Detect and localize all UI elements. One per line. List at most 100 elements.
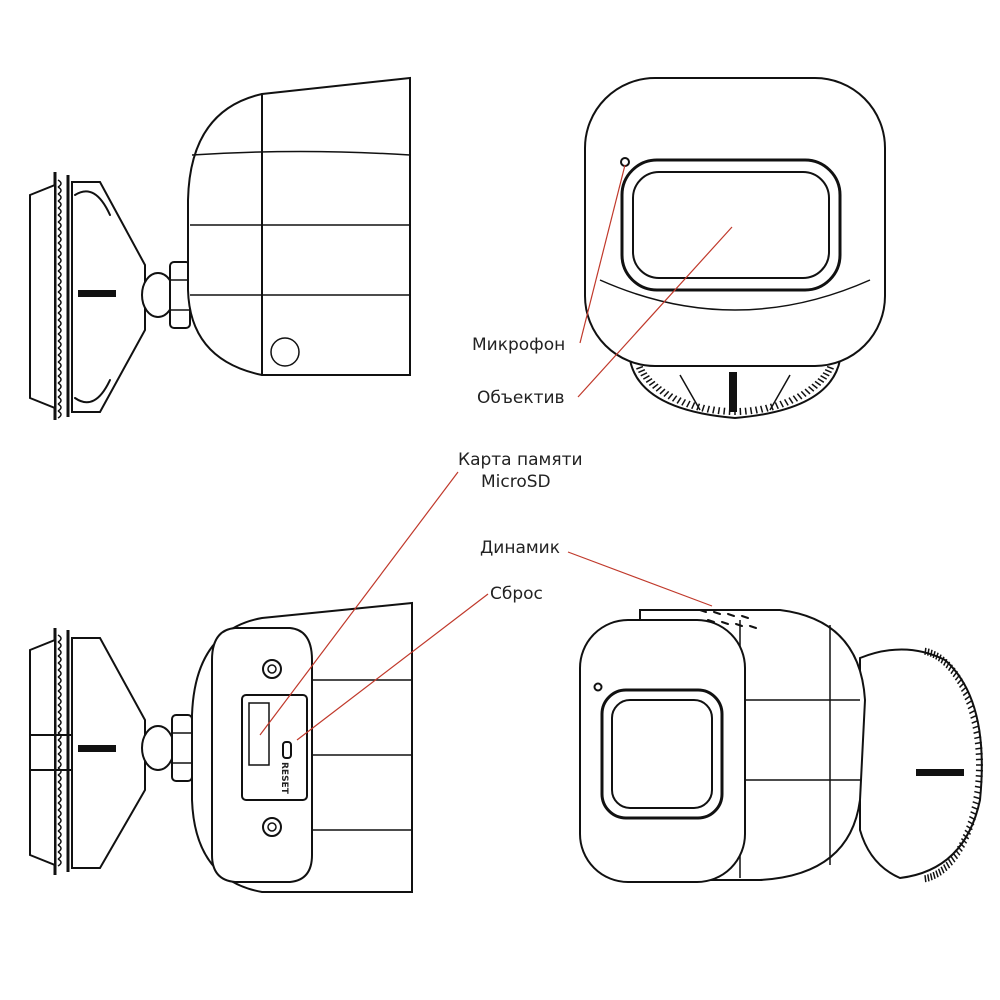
gear-tooth bbox=[975, 774, 983, 778]
gear-tooth bbox=[57, 816, 62, 825]
gear-tooth bbox=[57, 298, 62, 307]
base-disk-back bbox=[29, 183, 56, 410]
gear-tooth bbox=[691, 402, 696, 410]
label-reset: Сброс bbox=[490, 584, 543, 604]
gear-tooth bbox=[796, 393, 803, 400]
gear-tooth bbox=[972, 725, 980, 729]
gear-tooth bbox=[57, 711, 62, 720]
gear-tooth bbox=[57, 851, 62, 860]
gear-tooth bbox=[927, 648, 930, 656]
gear-tooth bbox=[822, 372, 830, 377]
gear-tooth bbox=[958, 841, 966, 848]
gear-tooth bbox=[971, 806, 979, 811]
gear-tooth bbox=[956, 845, 963, 852]
gear-tooth bbox=[973, 796, 981, 800]
gear-tooth bbox=[779, 400, 784, 408]
leader-microsd bbox=[259, 471, 459, 736]
gear-tooth bbox=[969, 815, 976, 821]
gear-tooth bbox=[57, 382, 62, 391]
access-panel bbox=[211, 627, 313, 883]
gear-tooth bbox=[57, 361, 62, 370]
gear-tooth bbox=[638, 369, 646, 374]
gear-tooth bbox=[940, 656, 945, 664]
microsd-slot bbox=[248, 702, 270, 766]
gear-tooth bbox=[57, 683, 62, 692]
gear-tooth bbox=[57, 725, 62, 734]
gear-tooth bbox=[57, 200, 62, 209]
gear-tooth bbox=[663, 390, 670, 398]
gear-tooth bbox=[932, 871, 936, 880]
gear-tooth bbox=[958, 682, 966, 689]
gear-tooth bbox=[57, 655, 62, 664]
gear-tooth bbox=[820, 375, 828, 380]
gear-tooth bbox=[943, 864, 948, 872]
gear-tooth bbox=[57, 305, 62, 314]
front-view-camera bbox=[584, 77, 886, 420]
gear-tooth bbox=[945, 661, 951, 669]
gear-tooth bbox=[937, 654, 942, 662]
gear-tooth bbox=[681, 398, 687, 406]
gear-tooth bbox=[57, 284, 62, 293]
gear-tooth bbox=[57, 354, 62, 363]
gear-tooth bbox=[950, 667, 956, 675]
bracket-cone-2 bbox=[71, 637, 146, 869]
perspective-lens-inner bbox=[611, 699, 713, 809]
gear-tooth bbox=[57, 214, 62, 223]
gear-tooth bbox=[648, 380, 656, 387]
gear-tooth bbox=[754, 406, 758, 414]
gear-tooth bbox=[57, 207, 62, 216]
perspective-mount-teeth bbox=[924, 647, 983, 883]
gear-tooth bbox=[954, 849, 961, 856]
gear-tooth bbox=[935, 652, 939, 660]
gear-tooth bbox=[792, 395, 799, 402]
perspective-front-face bbox=[579, 619, 746, 883]
lens-frame-outer bbox=[620, 158, 842, 292]
gear-tooth bbox=[57, 802, 62, 811]
label-microsd-line1: Карта памяти bbox=[458, 450, 583, 470]
gear-tooth bbox=[57, 186, 62, 195]
screw-slot bbox=[78, 290, 116, 297]
gear-tooth bbox=[817, 377, 825, 383]
gear-tooth bbox=[966, 825, 973, 831]
gear-tooth bbox=[57, 669, 62, 678]
gear-tooth bbox=[952, 852, 959, 860]
gear-tooth bbox=[824, 369, 832, 374]
gear-tooth bbox=[636, 365, 644, 370]
perspective-lens-outer bbox=[600, 688, 724, 820]
gear-tooth bbox=[712, 406, 716, 414]
gear-tooth bbox=[967, 820, 975, 826]
gear-tooth bbox=[57, 795, 62, 804]
gear-tooth bbox=[652, 383, 659, 389]
gear-tooth bbox=[974, 790, 982, 794]
reset-button bbox=[282, 741, 292, 759]
gear-tooth bbox=[924, 875, 927, 883]
port-recess bbox=[241, 694, 308, 801]
bracket-clips bbox=[74, 190, 111, 404]
label-microsd-line2: MicroSD bbox=[481, 472, 551, 492]
gear-tooth bbox=[57, 739, 62, 748]
gear-tooth bbox=[975, 747, 983, 750]
gear-tooth bbox=[671, 395, 678, 402]
gear-tooth bbox=[962, 690, 970, 697]
leader-microphone bbox=[579, 164, 626, 344]
gear-tooth bbox=[655, 386, 662, 392]
gear-tooth bbox=[969, 709, 976, 715]
gear-tooth bbox=[943, 658, 948, 666]
gear-tooth bbox=[924, 647, 927, 655]
gear-tooth bbox=[57, 830, 62, 839]
gear-tooth bbox=[57, 312, 62, 321]
gear-tooth bbox=[57, 249, 62, 258]
gear-tooth bbox=[974, 741, 982, 745]
gear-tooth bbox=[57, 788, 62, 797]
gear-tooth bbox=[642, 375, 650, 380]
gear-tooth bbox=[935, 870, 939, 878]
side-view-camera bbox=[29, 76, 411, 420]
gear-tooth bbox=[960, 686, 968, 692]
camera-body-side bbox=[187, 76, 411, 376]
gear-tooth bbox=[57, 662, 62, 671]
front-mount-teeth bbox=[636, 365, 834, 415]
gear-tooth bbox=[57, 760, 62, 769]
gear-tooth bbox=[937, 868, 942, 876]
gear-tooth bbox=[788, 397, 794, 404]
